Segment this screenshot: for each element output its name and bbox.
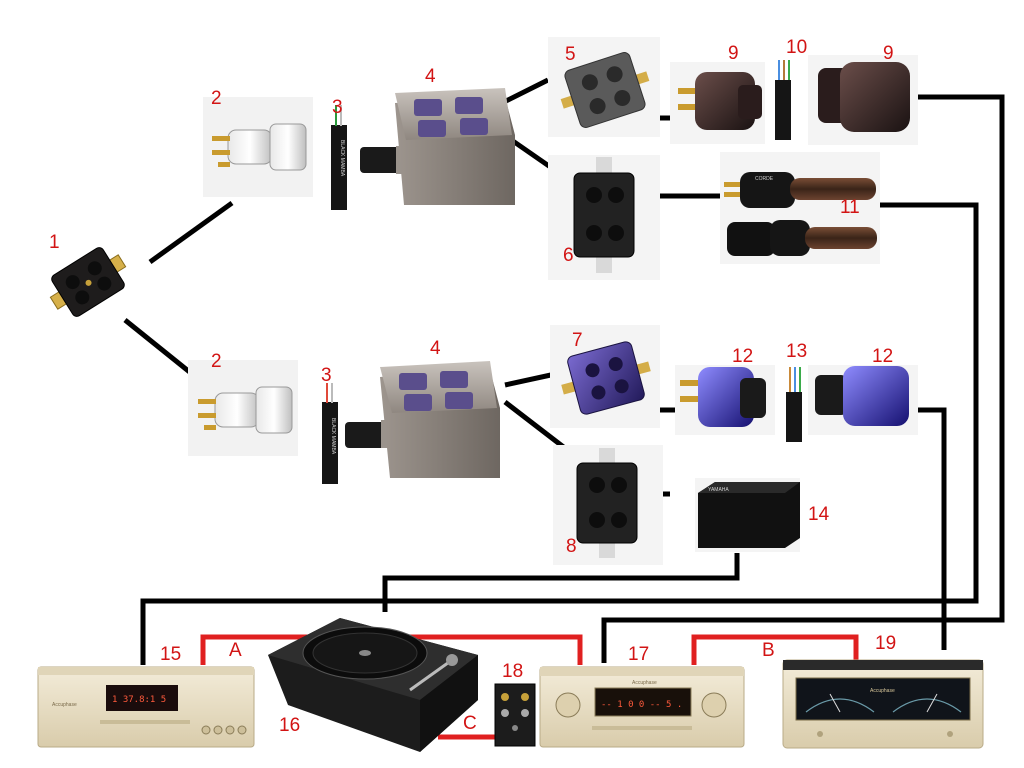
- component-labels: 1 2 2 3 3 4 4 5 6 7 8 9 10 9 11 12 13 12…: [49, 37, 896, 736]
- pre-display: -- 1 0 0 -- 5 .: [601, 700, 682, 710]
- wire-11-to-15: [140, 202, 979, 665]
- transformer-brand: YAMAHA: [708, 487, 729, 493]
- iec-plug-12b: [808, 365, 918, 435]
- label-15: 15: [160, 644, 181, 665]
- label-b: B: [762, 640, 775, 661]
- cd-player: 1 37.8:1 5 Accuphase: [37, 666, 255, 748]
- label-1: 1: [49, 232, 60, 253]
- plug-upper: [203, 97, 313, 197]
- signal-link-b: [691, 634, 859, 665]
- label-12b: 12: [872, 346, 893, 367]
- cable-lower: BLACK MAMBA: [322, 383, 338, 484]
- label-13: 13: [786, 341, 807, 362]
- label-10: 10: [786, 37, 807, 58]
- iec-plug-9a: [670, 62, 765, 144]
- outlet-6: [548, 155, 660, 280]
- cable-upper-print: BLACK MAMBA: [339, 140, 345, 177]
- label-7: 7: [572, 330, 583, 351]
- label-18: 18: [502, 661, 523, 682]
- outlet-7: [550, 325, 660, 428]
- wire-1-to-2-upper: [148, 200, 234, 265]
- wall-outlet: [49, 247, 127, 317]
- preamplifier: -- 1 0 0 -- 5 . Accuphase: [539, 666, 745, 748]
- outlet-5: [548, 37, 660, 137]
- cable-lower-print: BLACK MAMBA: [330, 418, 336, 455]
- cord-brand-print: CORDE: [755, 176, 774, 182]
- label-11: 11: [840, 197, 860, 218]
- power-amplifier: Accuphase: [782, 659, 984, 749]
- power-transformer: YAMAHA: [695, 478, 800, 552]
- power-cable-13: [786, 367, 802, 442]
- wire-4-to-8: [503, 400, 572, 454]
- pre-brand: Accuphase: [632, 680, 657, 686]
- iec-plug-12a: [675, 365, 775, 435]
- cable-upper: BLACK MAMBA: [331, 105, 347, 210]
- plug-lower: [188, 360, 298, 456]
- cd-display: 1 37.8:1 5: [112, 695, 166, 705]
- label-9a: 9: [728, 43, 739, 64]
- label-3-upper: 3: [332, 97, 343, 118]
- iec-plug-9b: [808, 55, 918, 145]
- label-9b: 9: [883, 43, 894, 64]
- label-a: A: [229, 640, 242, 661]
- wire-4-to-5: [498, 77, 550, 107]
- label-4-upper: 4: [425, 66, 436, 87]
- power-cable-10: [775, 60, 791, 140]
- label-c: C: [463, 713, 477, 734]
- wire-9-to-17: [601, 94, 1005, 663]
- turntable: [268, 618, 478, 752]
- label-4-lower: 4: [430, 338, 441, 359]
- label-2-lower: 2: [211, 351, 222, 372]
- label-19: 19: [875, 633, 896, 654]
- power-cord-11: CORDE: [720, 152, 880, 264]
- box-upper: [360, 88, 515, 205]
- label-16: 16: [279, 715, 300, 736]
- wire-12-to-19: [915, 407, 947, 650]
- label-8: 8: [566, 536, 577, 557]
- amp-brand: Accuphase: [870, 688, 895, 694]
- label-2-upper: 2: [211, 88, 222, 109]
- cd-brand: Accuphase: [52, 702, 77, 708]
- label-14: 14: [808, 504, 830, 525]
- box-lower: [345, 361, 500, 478]
- label-17: 17: [628, 644, 649, 665]
- label-12a: 12: [732, 346, 753, 367]
- label-3-lower: 3: [321, 365, 332, 386]
- label-6: 6: [563, 245, 574, 266]
- outlet-8: [553, 445, 663, 565]
- junction-box: [494, 683, 536, 747]
- wire-14-to-16: [382, 553, 740, 612]
- label-5: 5: [565, 44, 576, 65]
